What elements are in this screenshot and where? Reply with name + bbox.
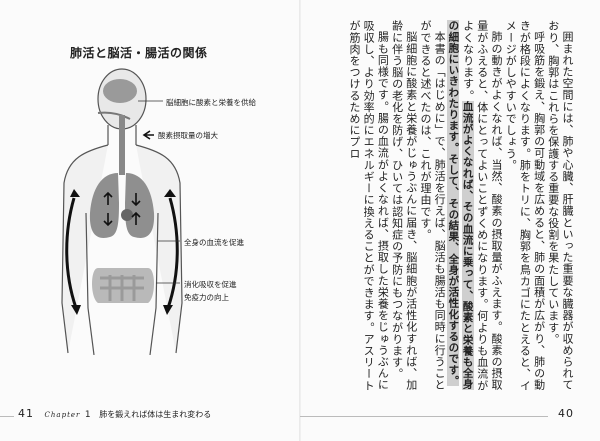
page-number-right: 40 [558, 407, 574, 420]
right-lung [125, 173, 155, 238]
body-illustration [61, 68, 183, 356]
paragraph: 腸も同様です。腸の血流がよくなれば、摂取した栄養をじゅうぶんに吸収し、より効率的… [347, 20, 390, 392]
paragraph: 脳細胞に酸素と栄養がじゅうぶんに届き、脳細胞が活性化すれば、加齢に伴う脳の老化を… [390, 20, 418, 391]
body-diagram: 脳細胞に酸素と栄養を供給 酸素摂取量の増大 全身の血流を促進 消化吸収を促進 免… [60, 63, 260, 356]
footer-rule-right [300, 416, 548, 417]
label-blood-flow: 全身の血流を促進 [184, 238, 244, 247]
label-immunity: 免疫力の向上 [184, 293, 229, 302]
book-spine [299, 0, 301, 441]
page-number-left: 41 [18, 407, 34, 420]
footer-rule-left [0, 416, 14, 417]
label-oxygen-intake: 酸素摂取量の増大 [158, 131, 218, 140]
trachea [119, 115, 125, 175]
left-footer: 41 Chapter 1 肺を鍛えれば体は生まれ変わる [18, 407, 211, 420]
figure-title: 肺活と脳活・腸活の関係 [70, 46, 208, 60]
body-text: 囲まれた空間には、肺や心臓、肝臓といった重要な臓器が収められており、胸郭はこれら… [306, 20, 574, 398]
chapter-number: 1 [84, 410, 91, 420]
label-brain-supply: 脳細胞に酸素と栄養を供給 [166, 98, 256, 107]
paragraph: 呼吸筋を鍛え、胸郭の可動域を広めると、肺の面積が広がり、肺の動きが格段によくなり… [504, 20, 546, 392]
paragraph: 囲まれた空間には、肺や心臓、肝臓といった重要な臓器が収められており、胸郭はこれら… [546, 20, 574, 391]
paragraph: 肺の動きがよくなれば、当然、酸素の摂取量がふえます。酸素の摂取量がふえると、体に… [447, 20, 503, 392]
right-page: 囲まれた空間には、肺や心臓、肝臓といった重要な臓器が収められており、胸郭はこれら… [300, 0, 600, 441]
paragraph: 本書の「はじめに」で、肺活を行えば、脳活も腸活も同時に行うことができると述べたの… [418, 20, 447, 391]
chapter-label: Chapter [44, 411, 81, 419]
brain-shape [103, 79, 137, 103]
left-page: 肺活と脳活・腸活の関係 [0, 46, 260, 420]
chapter-title: 肺を鍛えれば体は生まれ変わる [99, 410, 212, 419]
label-digestion: 消化吸収を促進 [184, 280, 237, 289]
